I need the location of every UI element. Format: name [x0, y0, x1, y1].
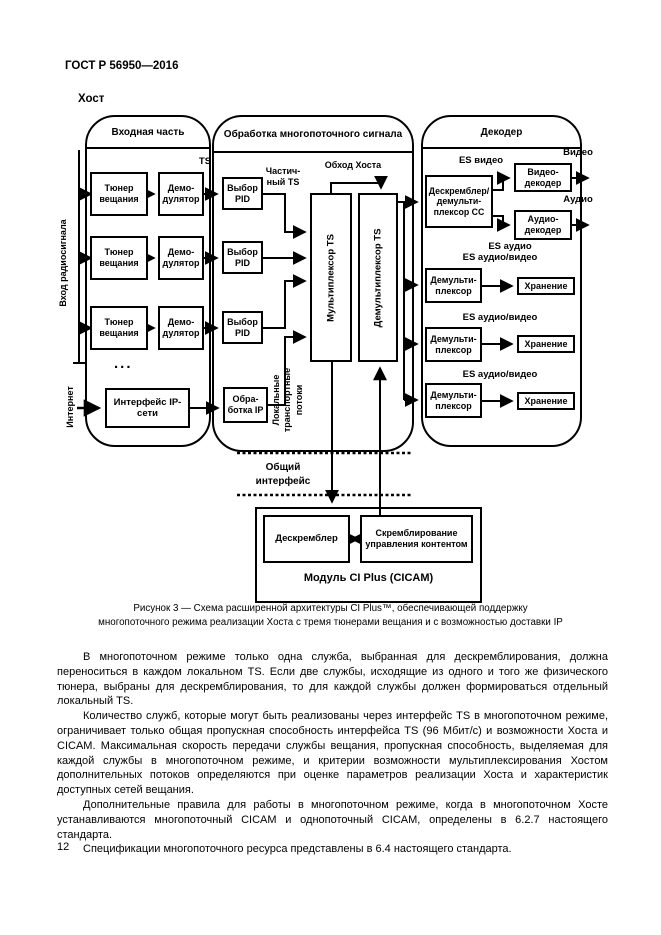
- es-av-label-3: ES аудио/видео: [462, 369, 538, 380]
- tuner-block-3: Тюнер вещания: [90, 306, 148, 350]
- section-front-end: Входная часть: [85, 115, 211, 447]
- paragraph-1: В многопоточном режиме только одна служб…: [57, 651, 608, 708]
- audio-decoder-block: Аудио- декодер: [514, 210, 572, 240]
- descrambler-block: Дескремблер: [263, 515, 350, 563]
- ts-demux-block: Демультиплексор TS: [358, 193, 398, 362]
- paragraph-3: Дополнительные правила для работы в мног…: [57, 798, 608, 841]
- storage-block-2: Хранение: [517, 335, 575, 353]
- demultiplexer-block-2: Демульти- плексор: [425, 327, 482, 362]
- ts-label: TS: [198, 156, 212, 167]
- section-front-end-title: Входная часть: [87, 117, 209, 149]
- cicam-module-label: Модуль CI Plus (CICAM): [303, 572, 434, 584]
- host-label: Хост: [78, 93, 105, 105]
- body-text: В многопоточном режиме только одна служб…: [57, 650, 608, 857]
- cicam-module-box: [255, 507, 482, 603]
- audio-output-label: Аудио: [563, 194, 593, 205]
- section-decoder-title: Декодер: [423, 117, 580, 149]
- video-decoder-block: Видео- декодер: [514, 163, 572, 192]
- ip-processing-block: Обра- ботка IP: [223, 387, 268, 423]
- ip-interface-block: Интерфейс IP-сети: [105, 388, 190, 428]
- partial-ts-label: Частич- ный TS: [265, 166, 301, 187]
- es-audio-label: ES аудио: [488, 241, 532, 252]
- internet-input-label: Интернет: [65, 386, 75, 428]
- local-ts-label: Локальные транспортные потоки: [271, 367, 304, 433]
- figure-caption: Рисунок 3 — Схема расширенной архитектур…: [40, 602, 621, 630]
- section-decoder: Декодер: [421, 115, 582, 447]
- tuner-block-1: Тюнер вещания: [90, 172, 148, 216]
- figure-caption-line2: многопоточного режима реализации Хоста с…: [98, 617, 563, 629]
- host-bypass-label: Обход Хоста: [324, 160, 382, 170]
- content-scrambling-block: Скремблирование управления контентом: [360, 515, 473, 563]
- es-video-label: ES видео: [458, 155, 504, 166]
- es-av-label-2: ES аудио/видео: [462, 312, 538, 323]
- pid-select-block-1: Выбор PID: [222, 177, 263, 210]
- standard-number: ГОСТ Р 56950—2016: [65, 60, 179, 72]
- diagram-connectors: [73, 150, 590, 546]
- ts-mux-label: Мультиплексор TS: [325, 233, 337, 322]
- page-number: 12: [57, 841, 70, 853]
- paragraph-2: Количество служб, которые могут быть реа…: [57, 710, 608, 797]
- common-interface-label: Общий интерфейс: [255, 462, 311, 487]
- cc-descrambler-block: Дескремблер/ демульти- плексор СС: [425, 175, 493, 228]
- demodulator-block-2: Демо- дулятор: [158, 236, 204, 280]
- figure-caption-line1: Рисунок 3 — Схема расширенной архитектур…: [133, 603, 528, 614]
- pid-select-block-2: Выбор PID: [222, 241, 263, 274]
- paragraph-4: Спецификации многопоточного ресурса пред…: [83, 843, 512, 856]
- section-processing-title: Обработка многопоточного сигнала: [214, 117, 412, 153]
- ts-mux-block: Мультиплексор TS: [310, 193, 352, 362]
- es-av-label-1: ES аудио/видео: [462, 252, 538, 263]
- video-output-label: Видео: [563, 147, 593, 158]
- tuner-block-2: Тюнер вещания: [90, 236, 148, 280]
- tuner-ellipsis: ...: [114, 355, 133, 372]
- ts-demux-label: Демультиплексор TS: [372, 228, 384, 327]
- section-processing: Обработка многопоточного сигнала: [212, 115, 414, 452]
- pid-select-block-3: Выбор PID: [222, 311, 263, 344]
- demultiplexer-block-1: Демульти- плексор: [425, 268, 482, 303]
- storage-block-1: Хранение: [517, 277, 575, 295]
- demodulator-block-3: Демо- дулятор: [158, 306, 204, 350]
- storage-block-3: Хранение: [517, 392, 575, 410]
- demultiplexer-block-3: Демульти- плексор: [425, 383, 482, 418]
- demodulator-block-1: Демо- дулятор: [158, 172, 204, 216]
- radio-input-label: Вход радиосигнала: [58, 219, 68, 307]
